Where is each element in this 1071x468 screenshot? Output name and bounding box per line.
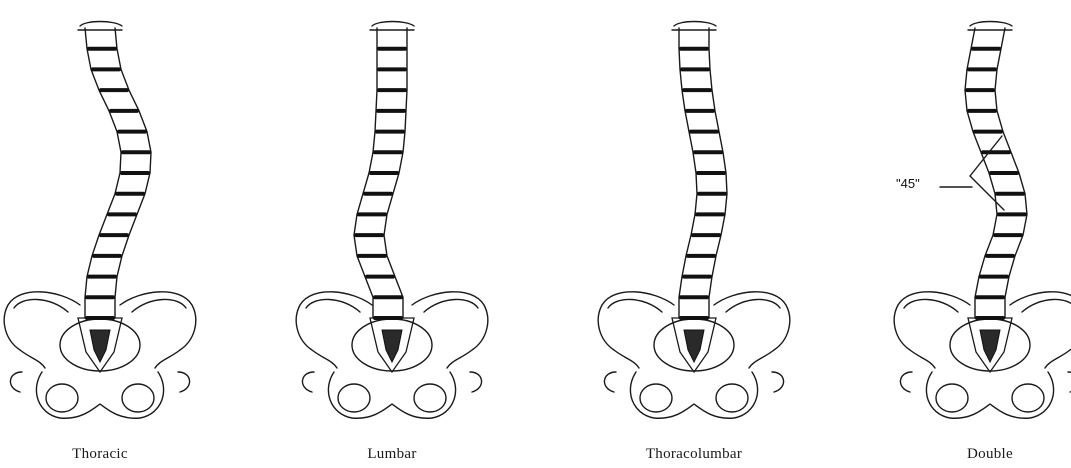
- figure-thoracolumbar: [598, 22, 790, 419]
- caption-thoracolumbar: Thoracolumbar: [594, 446, 794, 463]
- spine-illustrations: [0, 0, 1071, 440]
- figure-double: [894, 22, 1071, 419]
- caption-thoracic: Thoracic: [0, 446, 200, 463]
- caption-lumbar: Lumbar: [292, 446, 492, 463]
- figure-lumbar: [296, 22, 488, 419]
- caption-double: Double: [890, 446, 1071, 463]
- angle-label: "45": [896, 176, 920, 191]
- figure-thoracic: [4, 22, 196, 419]
